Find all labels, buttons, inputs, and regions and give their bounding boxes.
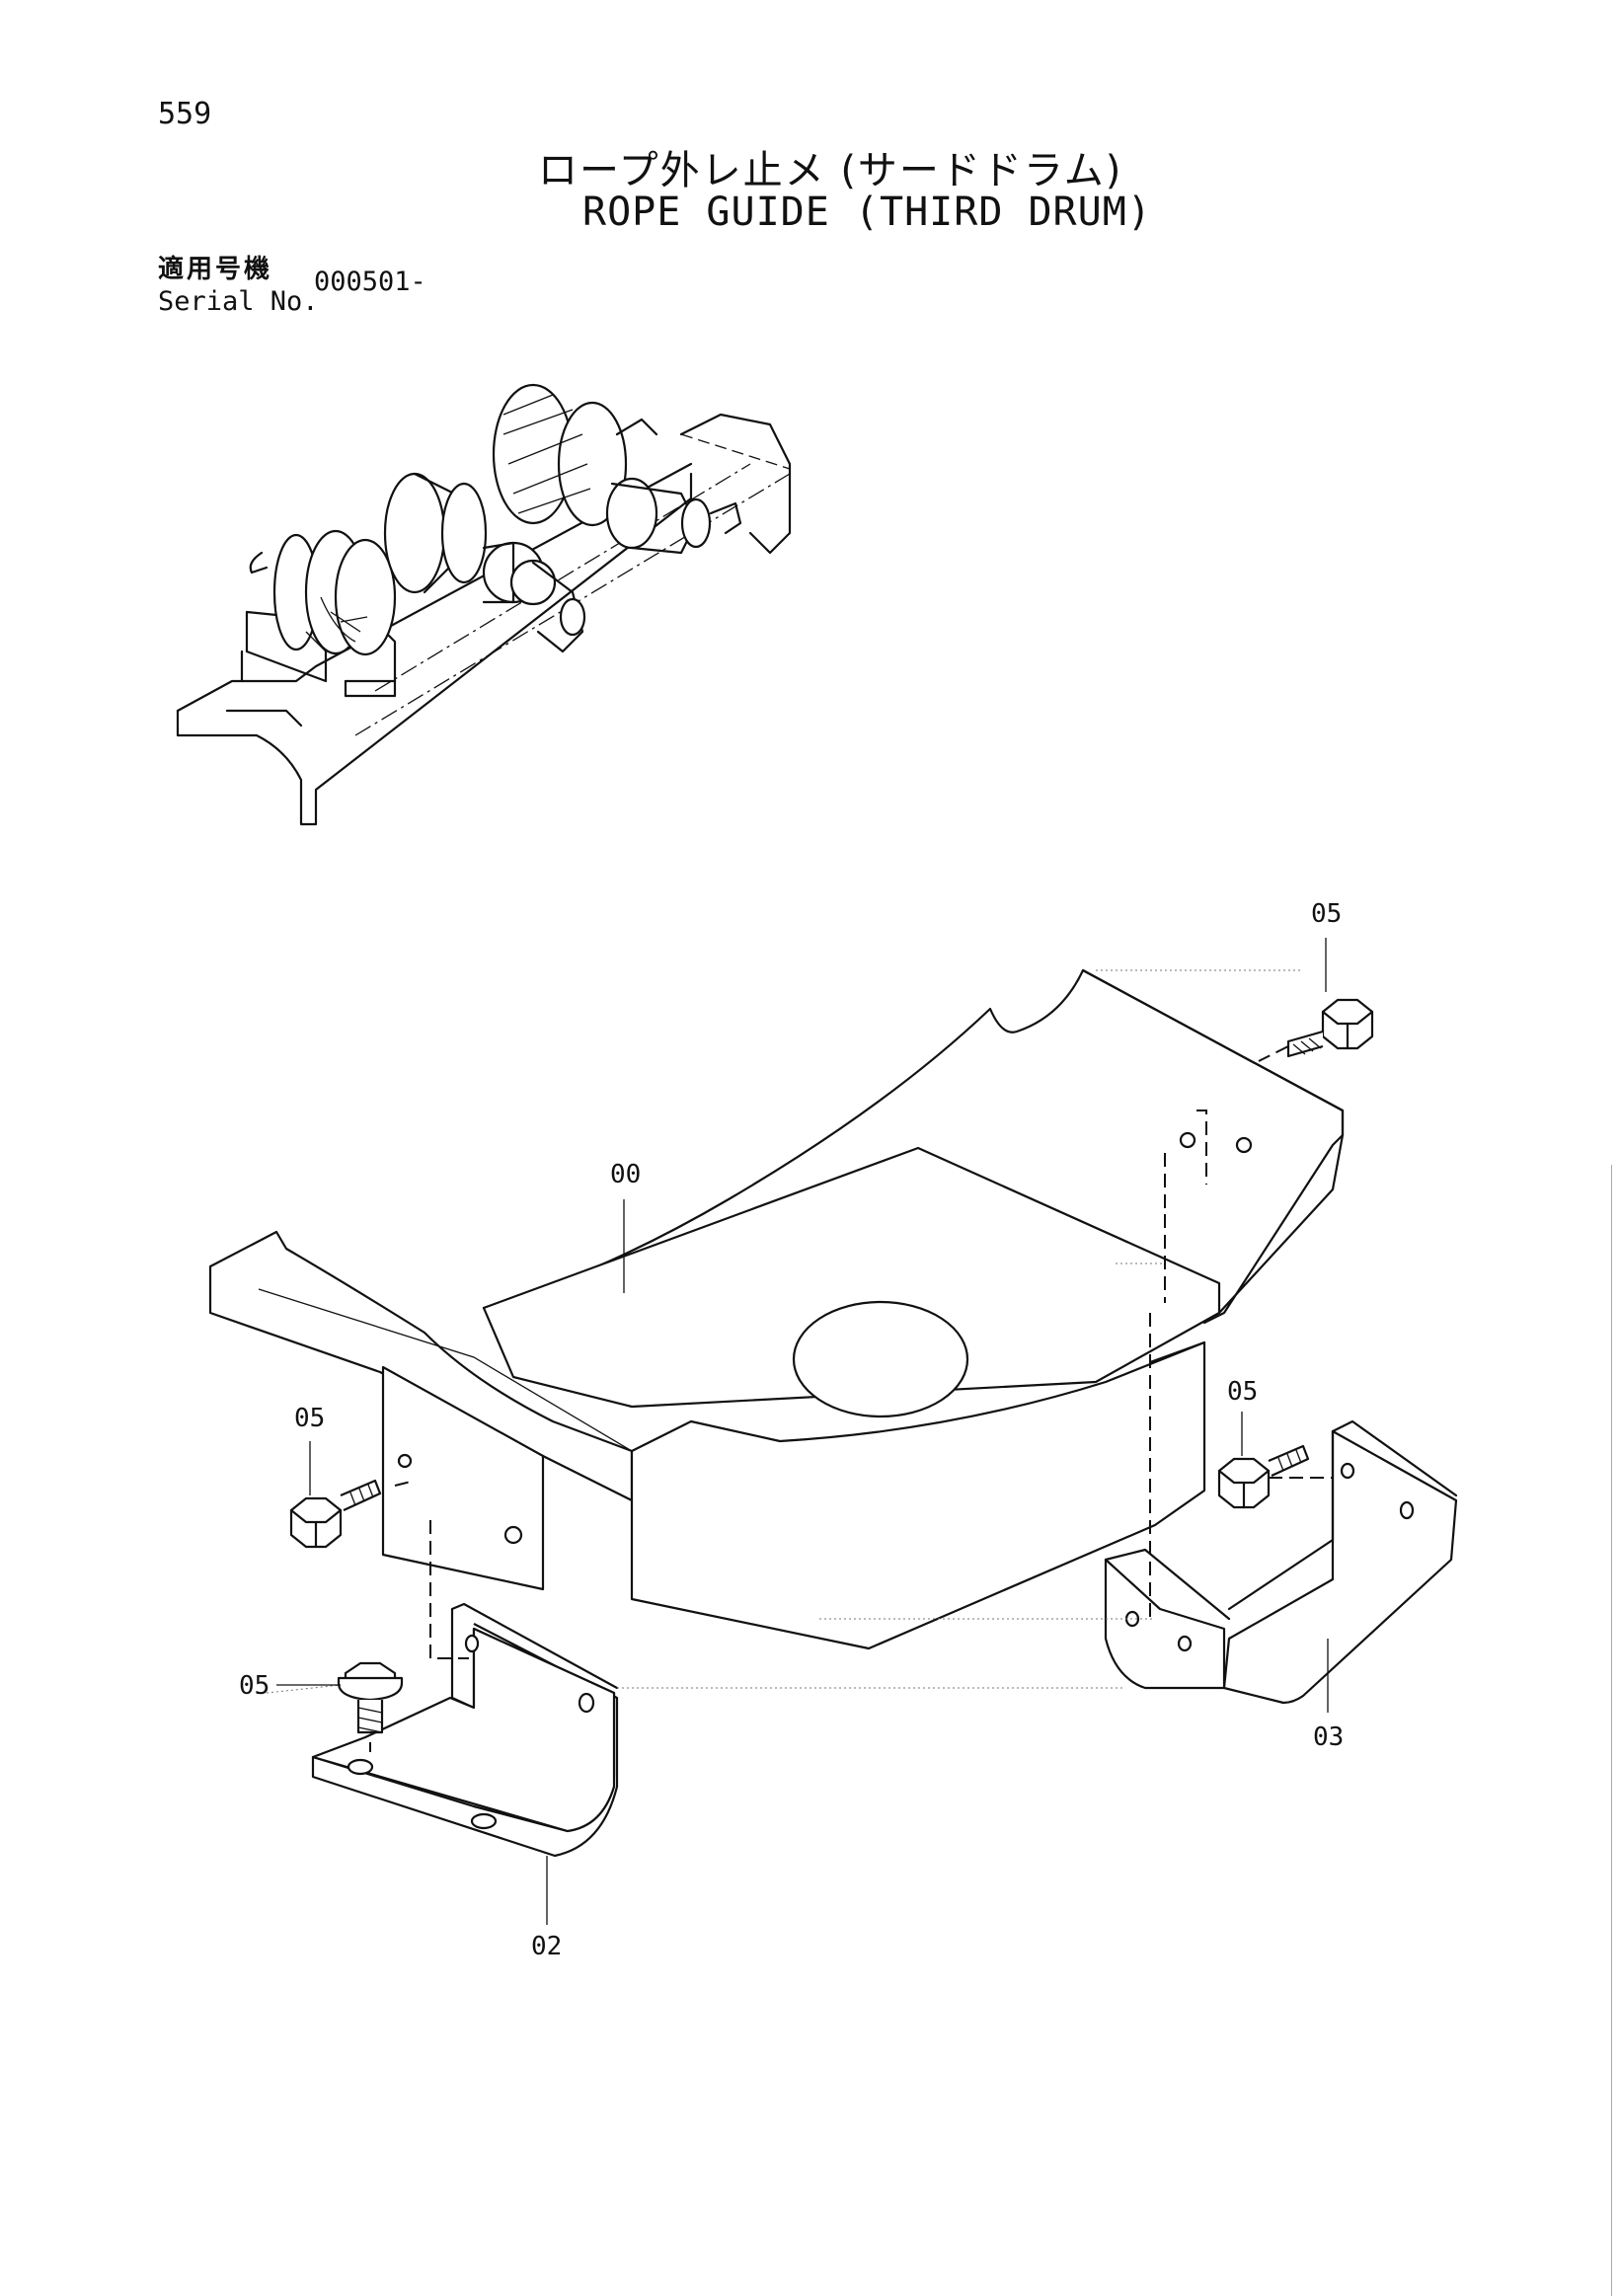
rope-guide-part-00 [208, 968, 1345, 1650]
serial-number-value: 000501- [314, 267, 426, 297]
callout-part-05-top: 05 [1311, 899, 1342, 929]
page-title-english: ROPE GUIDE (THIRD DRUM) [582, 190, 1152, 235]
location-overview-drawing [176, 383, 792, 826]
callout-part-05-left: 05 [294, 1404, 325, 1433]
callout-part-02: 02 [531, 1932, 562, 1961]
serial-label-japanese: 適用号機 [158, 255, 273, 284]
callout-part-05-bottom: 05 [239, 1671, 270, 1701]
page-number: 559 [158, 97, 212, 131]
callout-part-03: 03 [1313, 1722, 1344, 1752]
bolt-part-05-left [289, 1479, 382, 1549]
callout-part-00: 00 [610, 1160, 641, 1189]
l-bracket-part-02 [311, 1602, 619, 1858]
callout-part-05-right: 05 [1227, 1377, 1258, 1407]
assembly-dashed-lines [369, 1045, 1333, 1752]
bolt-part-05-bottom [337, 1661, 404, 1734]
u-bracket-part-03 [1104, 1419, 1458, 1705]
leader-lines [276, 938, 1329, 1925]
bolt-part-05-right [1217, 1444, 1310, 1509]
bolt-part-05-top [1286, 998, 1374, 1058]
dotted-construction-lines [266, 969, 1303, 1694]
page-title-japanese: ロープ外レ止メ (サードドラム) [538, 148, 1123, 193]
serial-label-english: Serial No. [158, 286, 319, 317]
scan-edge-line [1611, 1165, 1612, 2296]
